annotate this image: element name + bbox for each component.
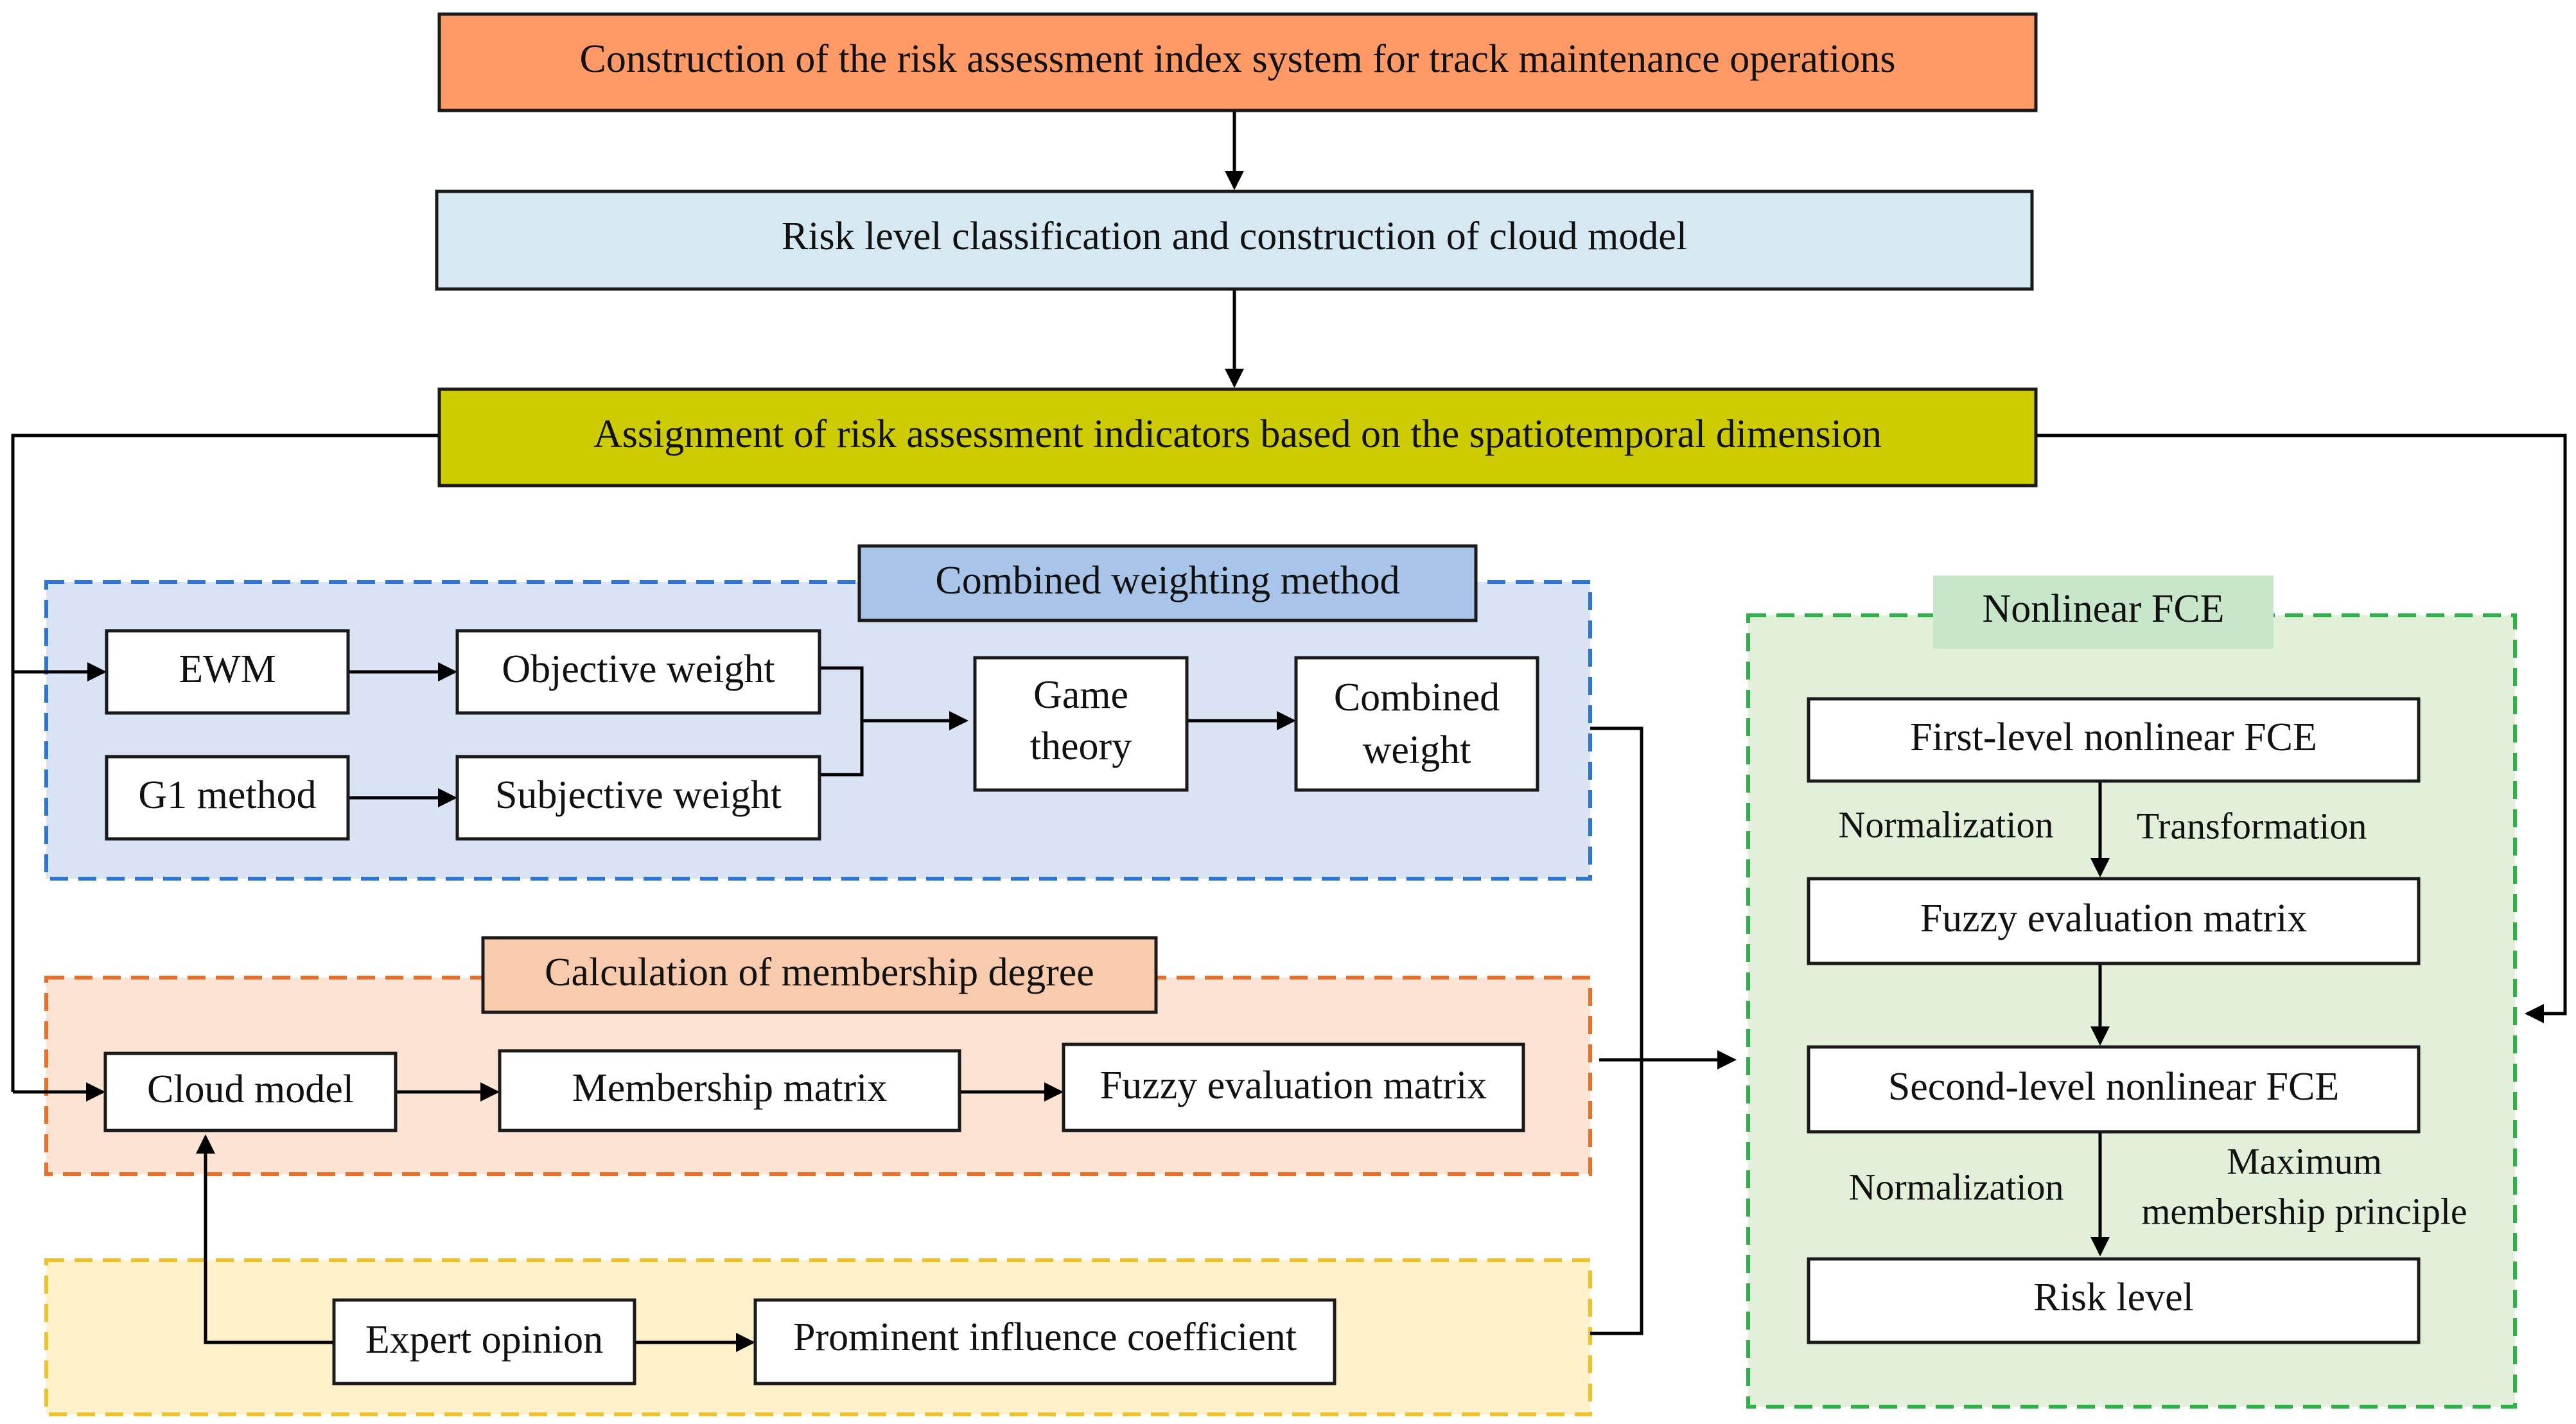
game-theory-label-line1: Game [1033,673,1128,717]
fce-title-box [1933,576,2274,649]
merge-subjective [819,721,864,777]
g1-method-label: G1 method [138,773,316,817]
fuzzy-matrix-label: Fuzzy evaluation matrix [1100,1064,1487,1107]
weighting-title: Combined weighting method [935,559,1399,602]
game-theory-label-line2: theory [1030,725,1132,768]
combined-weight-box [1294,656,1539,792]
risk-level-box [1807,1257,2421,1344]
arrow-expert-to-cloud [196,1134,334,1344]
cloud-model-box: Risk level classification and constructi… [435,189,2034,291]
index-system-box: Construction of the risk assessment inde… [437,12,2038,112]
maximum-principle-label-line1: Maximum [2227,1140,2382,1182]
index-system-label: Construction of the risk assessment inde… [580,37,1896,81]
combined-weight-label-line2: weight [1363,728,1471,772]
membership-matrix-box [498,1049,961,1132]
assignment-rect [437,387,2038,488]
second-level-fce-label: Second-level nonlinear FCE [1888,1065,2340,1109]
game-theory-box [973,656,1189,792]
left-feedback-line [11,434,439,1092]
cloud-model-label: Risk level classification and constructi… [782,215,1687,258]
g1-method-box [105,755,350,841]
membership-title-box [481,936,1158,1014]
weighting-title-box [857,544,1478,622]
fuzzy-matrix-box [1062,1042,1525,1132]
subjective-weight-box [455,755,821,841]
combined-to-fce-line [1590,726,1643,1335]
influence-coefficient-label: Prominent influence coefficient [793,1315,1297,1359]
risk-level-label: Risk level [2033,1276,2194,1319]
expert-opinion-label: Expert opinion [365,1318,603,1362]
arrow-assignment-to-fce [2036,434,2567,1023]
cloud-model-node-label: Cloud model [147,1068,354,1111]
first-level-fce-box [1807,697,2421,783]
merge-objective [819,666,864,721]
membership-matrix-label: Membership matrix [572,1066,888,1110]
cloud-model-node [103,1051,398,1132]
fce-title: Nonlinear FCE [1982,587,2224,631]
membership-title: Calculation of membership degree [545,951,1094,994]
assignment-box: Assignment of risk assessment indicators… [437,387,2038,488]
assignment-label: Assignment of risk assessment indicators… [593,412,1882,456]
fce-fuzzy-matrix-box [1807,877,2421,965]
first-level-fce-label: First-level nonlinear FCE [1910,716,2317,759]
expert-opinion-box [332,1298,636,1385]
influence-coefficient-box [753,1298,1336,1385]
subjective-weight-label: Subjective weight [495,773,782,817]
cloud-model-rect [435,189,2034,291]
second-level-fce-box [1807,1045,2421,1134]
connectors [11,110,2567,1352]
transformation-label: Transformation [2137,805,2367,847]
fce-fuzzy-matrix-label: Fuzzy evaluation matrix [1920,897,2308,940]
index-system-rect [437,12,2038,112]
objective-weight-box [455,629,821,715]
combined-weight-label-line1: Combined [1334,676,1500,719]
maximum-principle-label-line2: membership principle [2141,1190,2467,1232]
normalization-label-1: Normalization [1838,804,2053,845]
normalization-label-2: Normalization [1848,1166,2063,1208]
ewm-box [105,629,350,715]
objective-weight-label: Objective weight [502,647,775,691]
ewm-label: EWM [179,647,276,691]
